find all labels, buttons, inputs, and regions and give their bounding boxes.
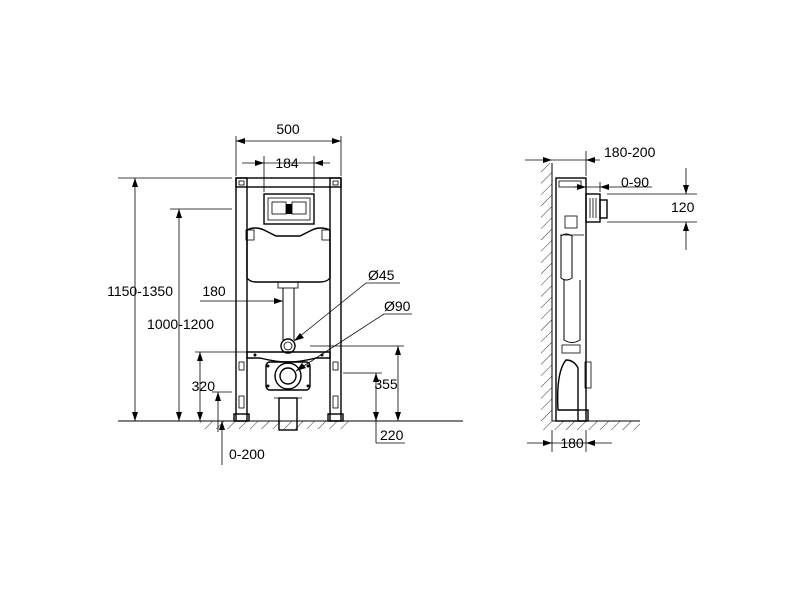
dim-220: 220 xyxy=(343,372,405,444)
dim-1000-1200-label: 1000-1200 xyxy=(147,316,214,332)
side-wall-hatch xyxy=(541,163,552,421)
label-d90-text: Ø90 xyxy=(384,298,411,314)
side-flush-button xyxy=(585,193,608,223)
label-d45-text: Ø45 xyxy=(368,267,395,283)
dim-500-label: 500 xyxy=(276,121,300,137)
dim-120-label: 120 xyxy=(671,199,695,215)
side-floor-hatch xyxy=(541,421,640,430)
dim-320-label: 320 xyxy=(192,378,216,394)
side-frame xyxy=(555,177,592,422)
label-d45: Ø45 xyxy=(293,267,400,342)
dim-355: 355 xyxy=(310,345,404,421)
cistern xyxy=(245,227,331,289)
dim-180-200-label: 180-200 xyxy=(604,144,656,160)
dim-1150-1350-label: 1150-1350 xyxy=(107,283,173,299)
dim-180-base-label: 180 xyxy=(560,435,584,451)
dim-180-200: 180-200 xyxy=(525,144,656,176)
flush-plate xyxy=(263,193,315,225)
flush-pipe xyxy=(280,288,296,354)
dim-180: 180 xyxy=(200,283,283,304)
dim-0-200-label: 0-200 xyxy=(229,446,265,462)
frame-feet xyxy=(233,413,344,422)
dim-0-90: 0-90 xyxy=(574,174,652,192)
dim-1150-1350: 1150-1350 xyxy=(107,177,232,421)
dim-320: 320 xyxy=(192,351,266,421)
drain-connection xyxy=(265,361,311,431)
side-view: 180-200 0-90 120 180 xyxy=(525,144,697,452)
dim-0-200: 0-200 xyxy=(212,391,265,465)
dim-180-base: 180 xyxy=(527,430,612,452)
dim-184: 184 xyxy=(242,155,330,192)
dim-0-90-label: 0-90 xyxy=(621,174,649,190)
dim-180-label: 180 xyxy=(202,283,226,299)
dim-500: 500 xyxy=(235,121,342,176)
label-d90: Ø90 xyxy=(295,298,412,372)
dim-184-label: 184 xyxy=(275,155,299,171)
front-view: 500 184 1150-1350 1000-1200 xyxy=(107,121,463,465)
dim-1000-1200: 1000-1200 xyxy=(147,208,232,421)
dim-120: 120 xyxy=(607,168,697,250)
dim-355-label: 355 xyxy=(374,376,398,392)
dim-220-label: 220 xyxy=(380,427,404,443)
front-floor-hatch xyxy=(200,421,350,429)
